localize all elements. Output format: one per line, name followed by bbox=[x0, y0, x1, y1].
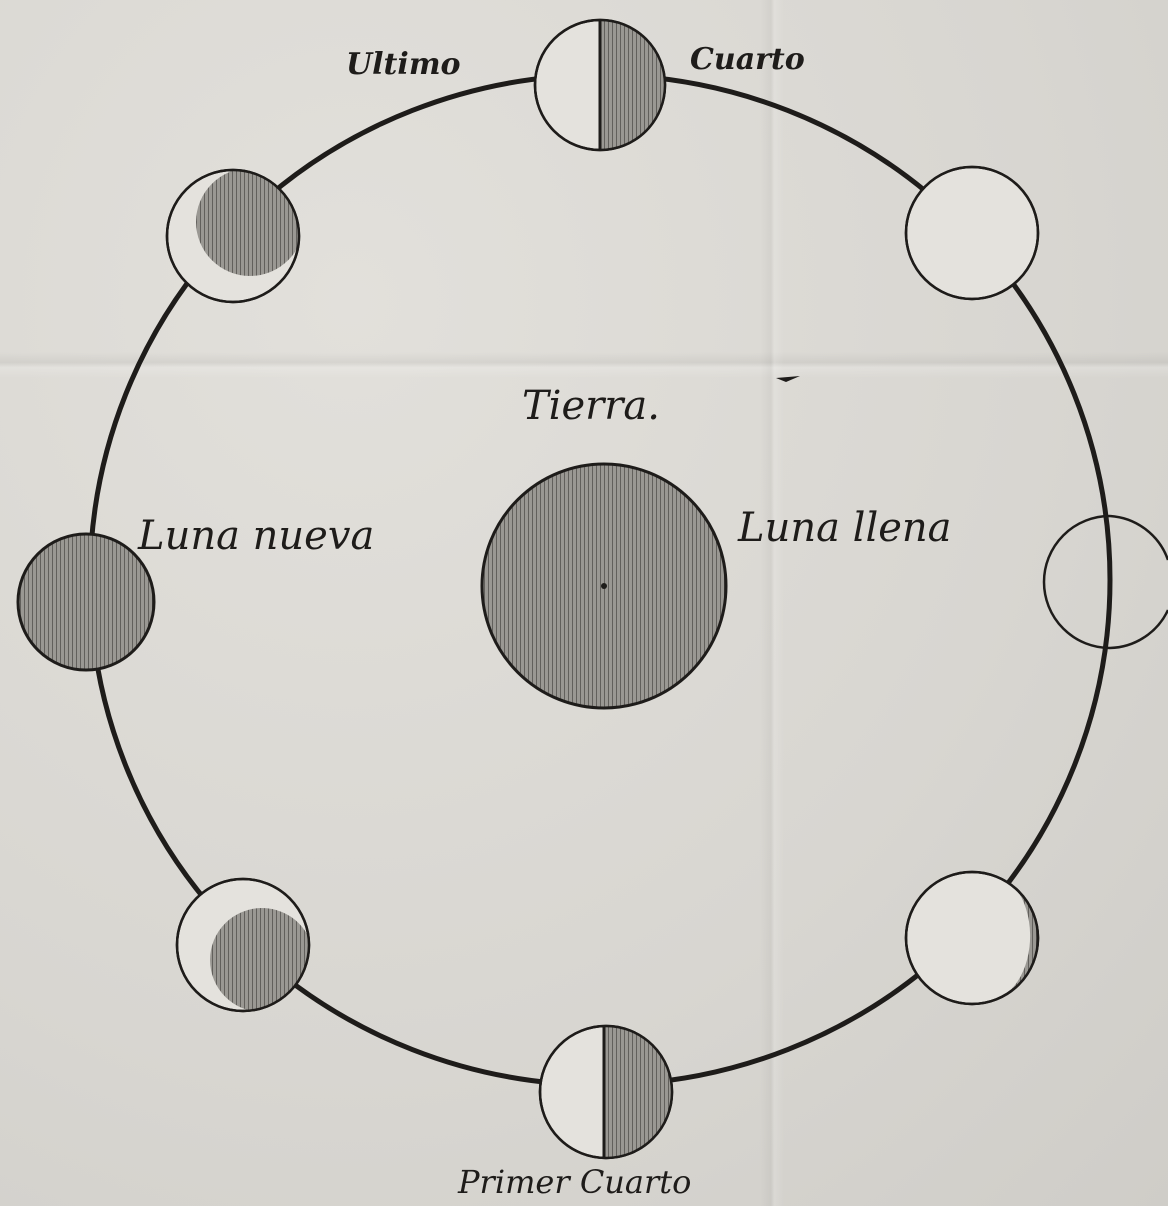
label-luna-llena: Luna llena bbox=[738, 508, 952, 548]
label-cuarto: Cuarto bbox=[690, 45, 805, 75]
label-ultimo: Ultimo bbox=[346, 50, 461, 80]
moon-waxing-gibbous bbox=[906, 870, 1039, 1004]
moon-last-quarter bbox=[535, 18, 670, 153]
moon-waning-gibbous bbox=[906, 167, 1050, 303]
moon-new bbox=[18, 534, 154, 670]
earth-circle bbox=[482, 464, 726, 708]
moon-waxing-crescent bbox=[177, 879, 314, 1012]
label-tierra: Tierra. bbox=[522, 386, 660, 426]
label-luna-nueva: Luna nueva bbox=[138, 516, 374, 556]
ink-mark bbox=[776, 376, 800, 382]
moon-first-quarter bbox=[540, 1024, 676, 1160]
moon-waning-crescent bbox=[167, 168, 304, 302]
label-primer-cuarto: Primer Cuarto bbox=[458, 1166, 691, 1198]
